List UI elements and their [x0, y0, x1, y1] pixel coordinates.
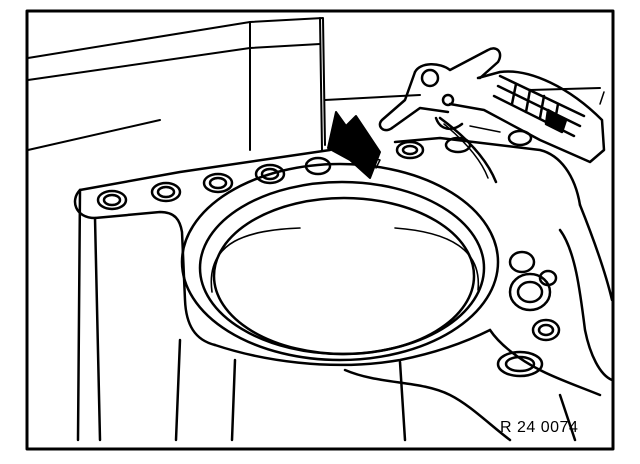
- indicator-arrow: [327, 111, 381, 179]
- cylinder-bore: [180, 162, 500, 362]
- removal-tool: [378, 47, 606, 184]
- detail-lines: [469, 91, 605, 133]
- cylinder-head-gasket-outline: [73, 136, 614, 442]
- bolt-holes: [96, 129, 533, 211]
- arrow-tip-mark: [371, 157, 381, 169]
- engine-background: [27, 17, 601, 151]
- figure-reference-label: R 24 0074: [500, 419, 579, 436]
- figure-frame: [25, 9, 615, 451]
- side-passages: [496, 250, 561, 378]
